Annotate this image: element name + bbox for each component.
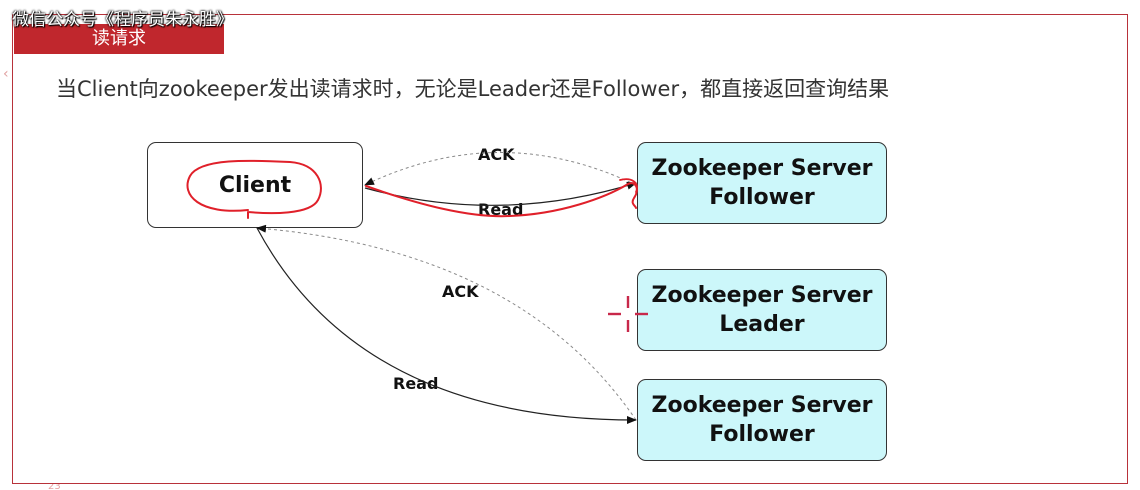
slide-headline: 当Client向zookeeper发出读请求时，无论是Leader还是Follo…: [56, 77, 890, 101]
bottom-ack-label: ACK: [442, 282, 479, 301]
top-read-label: Read: [478, 200, 524, 219]
bottom-read-label: Read: [393, 374, 439, 393]
side-bracket-icon: ‹: [3, 66, 9, 82]
page-number: 23: [48, 484, 61, 490]
slide-frame: [12, 14, 1128, 484]
server-follower-bottom-label: Zookeeper Server Follower: [651, 393, 873, 447]
server-follower-top-node: Zookeeper Server Follower: [637, 142, 887, 224]
client-node-label: Client: [218, 172, 292, 198]
section-tag: 读请求: [14, 24, 224, 54]
crosshair-cursor-icon: [608, 296, 648, 332]
watermark: 微信公众号《程序员朱永胜》: [12, 10, 233, 30]
server-leader-node: Zookeeper Server Leader: [637, 269, 887, 351]
server-follower-bottom-node: Zookeeper Server Follower: [637, 379, 887, 461]
server-follower-top-label: Zookeeper Server Follower: [651, 156, 873, 210]
top-ack-label: ACK: [478, 145, 515, 164]
client-node: Client: [147, 142, 363, 228]
server-leader-label: Zookeeper Server Leader: [651, 283, 873, 337]
